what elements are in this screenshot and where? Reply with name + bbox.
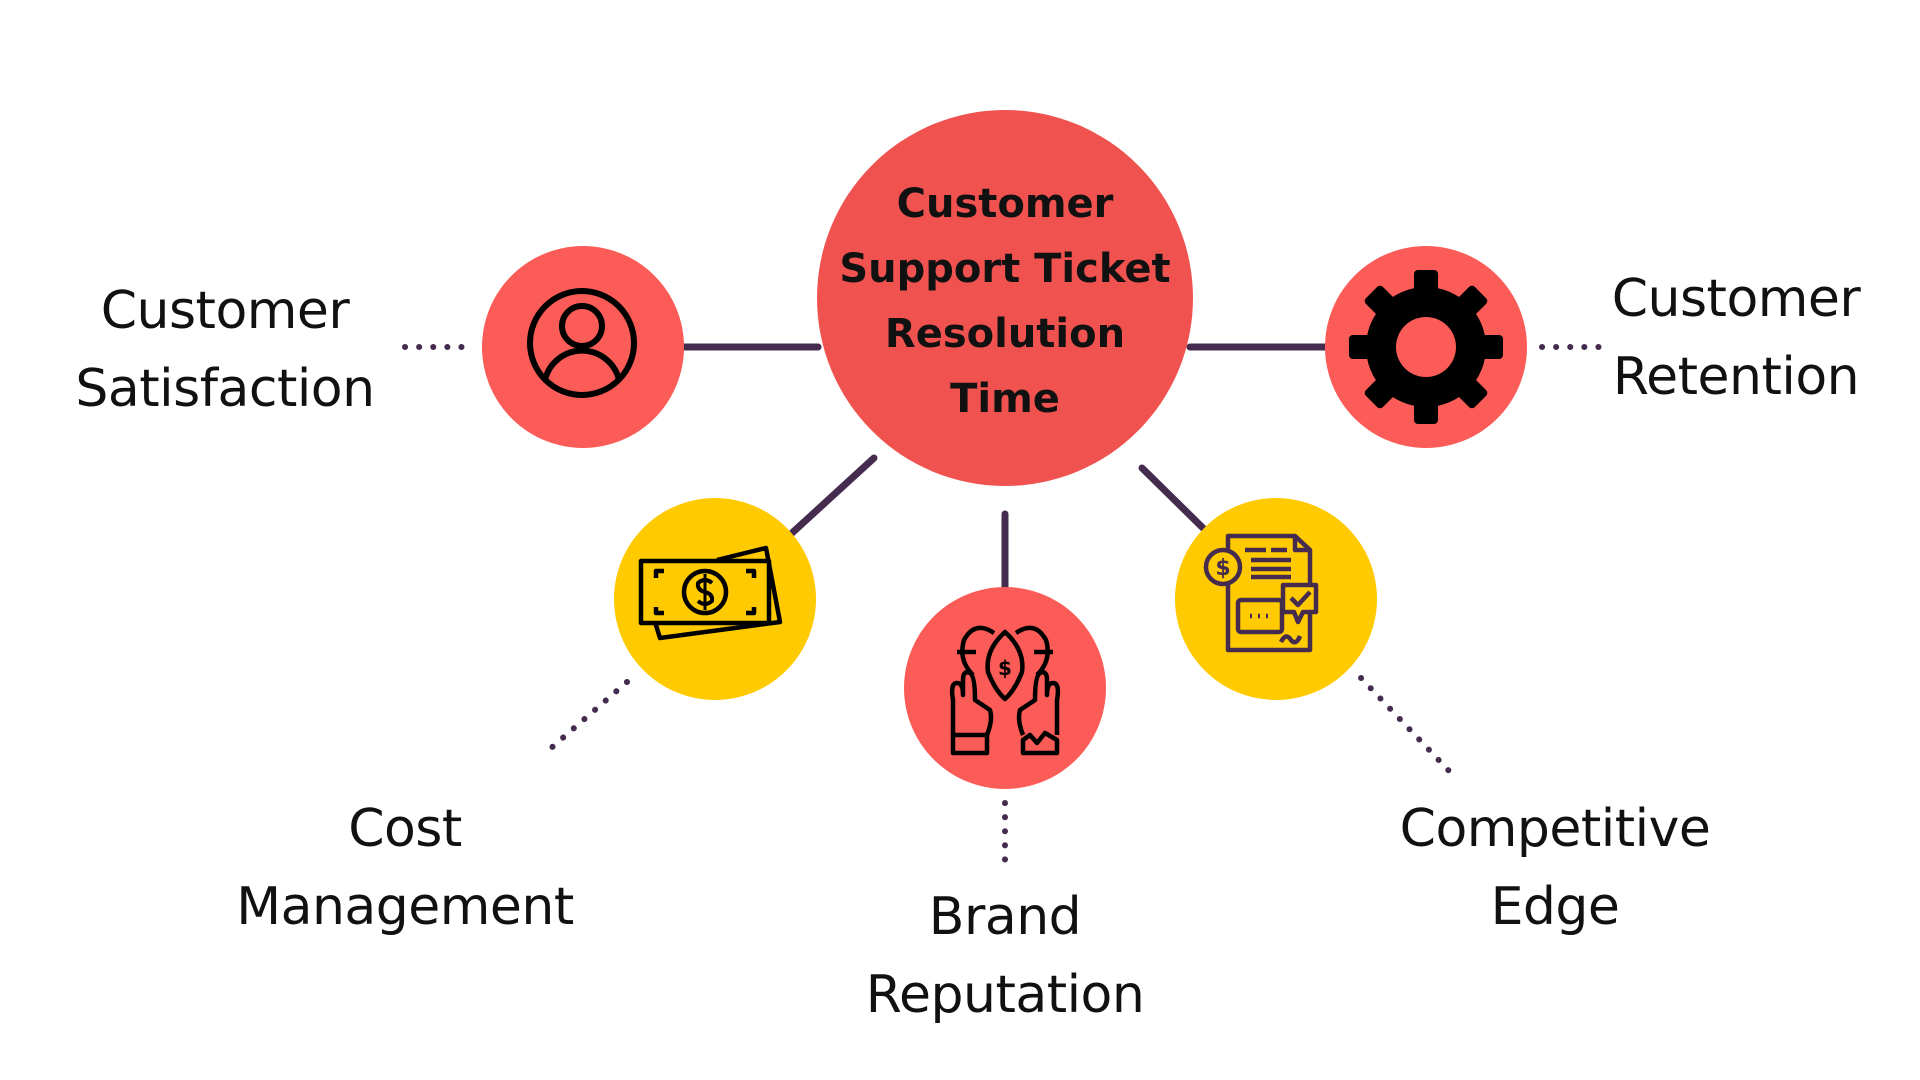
node-competitive-edge: $ [1175,498,1377,700]
label-customer-satisfaction: Customer Satisfaction [60,272,390,428]
document-dollar-check-icon: $ [1203,533,1319,653]
svg-text:$: $ [998,656,1012,680]
label-line: Retention [1612,347,1860,407]
money-bills-icon [638,545,783,641]
label-line: Customer [1611,269,1861,329]
connector-competitive [1138,464,1207,532]
dotted-connector-competitive [1358,675,1453,775]
node-customer-retention [1325,246,1527,448]
hands-heart-dollar-icon: $ [949,625,1061,756]
label-line: Cost [348,799,462,859]
label-line: Reputation [865,965,1145,1025]
node-cost-management [614,498,816,700]
center-title-line: Customer [896,181,1114,227]
center-title-line: Resolution [884,311,1126,357]
node-customer-satisfaction [482,246,684,448]
label-line: Edge [1490,877,1620,937]
label-line: Brand [928,887,1082,947]
dotted-connector-cost [539,679,630,759]
center-title-line: Time [950,376,1060,422]
node-brand-reputation: $ [904,587,1106,789]
svg-text:$: $ [1215,556,1230,581]
center-title-line: Support Ticket [839,246,1171,292]
center-title: Customer Support Ticket Resolution Time [817,172,1193,432]
label-competitive-edge: Competitive Edge [1375,790,1735,946]
user-icon [527,288,637,398]
gear-icon [1349,270,1503,424]
label-line: Competitive [1399,799,1711,859]
label-line: Satisfaction [75,359,375,419]
label-brand-reputation: Brand Reputation [840,878,1170,1034]
connector-cost [788,454,878,537]
label-cost-management: Cost Management [220,790,590,946]
label-line: Management [236,877,574,937]
center-node [817,110,1193,486]
label-line: Customer [100,281,350,341]
label-customer-retention: Customer Retention [1586,260,1886,416]
